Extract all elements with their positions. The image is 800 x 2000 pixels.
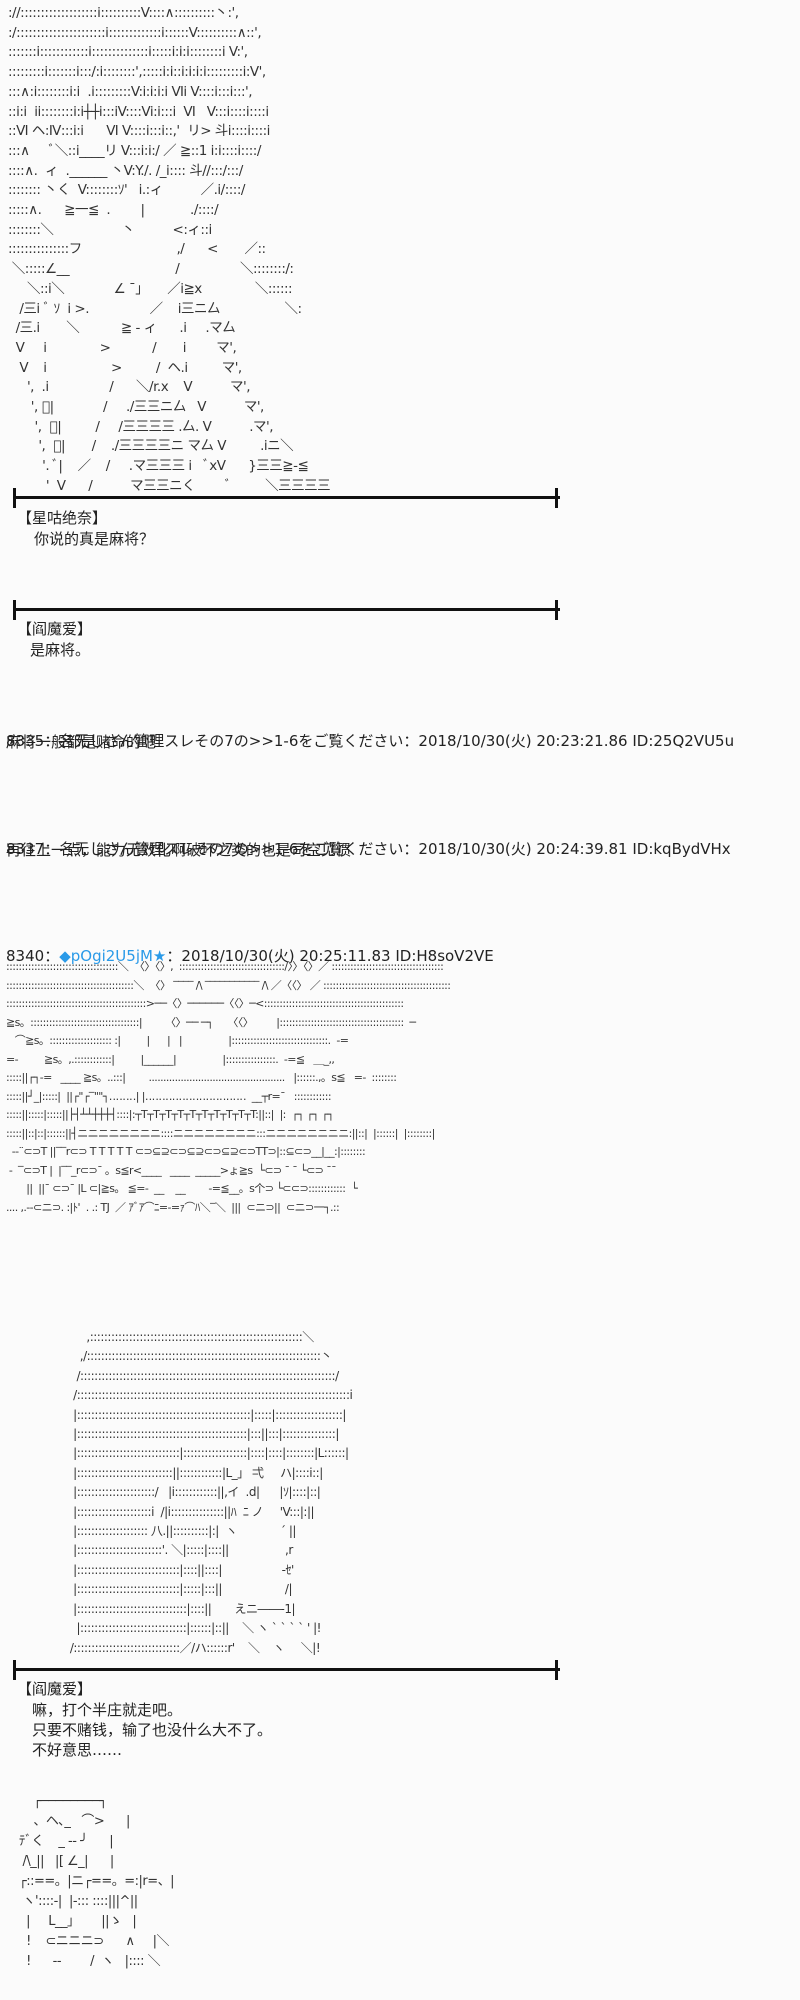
divider xyxy=(13,608,560,611)
dialog-line: 嘛，打个半庄就走吧。 xyxy=(32,1701,183,1719)
post-author: 名无しさん管理スレその7の>>1-6をご覧ください xyxy=(59,732,404,751)
dialog-line: 你说的真是麻将？ xyxy=(34,530,155,548)
divider-tick xyxy=(555,1660,558,1680)
separator: ： xyxy=(44,947,60,966)
divider-tick xyxy=(555,488,558,508)
post-date: 2018/10/30(火) 20:25:11.83 xyxy=(181,947,391,966)
separator: ： xyxy=(44,840,60,859)
post-body: 麻将一般都是赌命的吧 xyxy=(6,733,157,751)
post-date: 2018/10/30(火) 20:24:39.81 xyxy=(418,840,628,859)
post-header: 8335：名无しさん管理スレその7の>>1-6をご覧ください：2018/10/3… xyxy=(6,711,734,752)
dialog-line: 是麻将。 xyxy=(30,641,91,659)
speaker-name: 【星咕绝奈】 xyxy=(17,509,108,527)
speaker-name: 【阎魔爱】 xyxy=(17,620,93,638)
divider xyxy=(13,1668,560,1671)
post-number: 8335 xyxy=(6,732,45,751)
aa-art-room: ::::::::::::::::::::::::::::::::::::＼ 〈〉… xyxy=(6,960,451,1214)
separator: ： xyxy=(44,732,60,751)
speaker-name: 【阎魔爱】 xyxy=(17,1680,93,1698)
post-id: ID:25Q2VU5u xyxy=(632,732,735,751)
post-id: ID:H8soV2VE xyxy=(395,947,494,966)
post-number: 8337 xyxy=(6,840,45,859)
dialog-line: 不好意思…… xyxy=(32,1741,123,1759)
divider-tick xyxy=(13,600,16,620)
post-body: 再往上一点，能力无效化啊破坏之类的也是司空见惯 xyxy=(6,841,352,859)
post-id: ID:kqBydVHx xyxy=(632,840,731,859)
divider-tick xyxy=(13,488,16,508)
post-author: 名无しさん管理スレその7の>>1-6をご覧ください xyxy=(59,840,404,859)
aa-art-enma: ,:::::::::::::::::::::::::::::::::::::::… xyxy=(69,1330,353,1655)
divider xyxy=(13,496,560,499)
post-date: 2018/10/30(火) 20:23:21.86 xyxy=(418,732,628,751)
divider-tick xyxy=(13,1660,16,1680)
post-number: 8340 xyxy=(6,947,45,966)
separator: ： xyxy=(403,840,419,859)
aa-art-hoshi: ://:::::::::::::::::::i::::::::::V::::∧:… xyxy=(8,5,331,494)
dialog-line: 只要不赌钱，输了也没什么大不了。 xyxy=(32,1721,273,1739)
post-trip: ◆pOgi2U5jM★ xyxy=(59,947,167,966)
separator: ： xyxy=(403,732,419,751)
aa-art-small: ┌────────┐ 、ヘ､_ ⌒> | ﾃﾞく _ -‐ ╯ | /\_|| … xyxy=(18,1794,175,1969)
divider-tick xyxy=(555,600,558,620)
post-header: 8337：名无しさん管理スレその7の>>1-6をご覧ください：2018/10/3… xyxy=(6,819,731,860)
separator: ： xyxy=(166,947,182,966)
post-header: 8340：◆pOgi2U5jM★：2018/10/30(火) 20:25:11.… xyxy=(6,926,494,967)
